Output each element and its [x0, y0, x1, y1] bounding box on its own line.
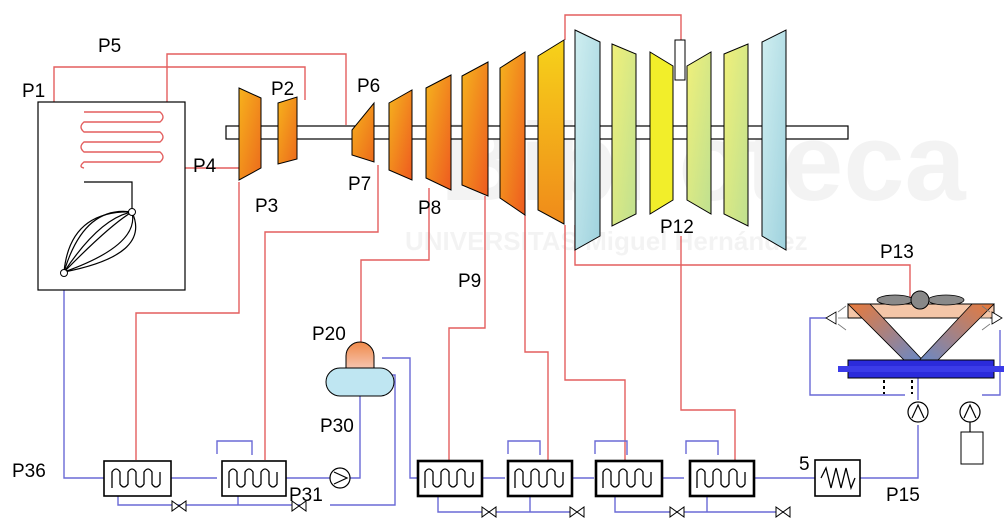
lp-stage-6 — [761, 29, 787, 251]
label-p6: P6 — [357, 76, 380, 97]
condensate-cooler — [814, 459, 861, 497]
label-p7: P7 — [348, 174, 371, 195]
spray-nozzle-left-icon — [825, 305, 848, 331]
lp-stage-1 — [574, 29, 601, 251]
valve-4 — [569, 506, 585, 518]
valve-6 — [775, 506, 791, 518]
ip-stage-6 — [537, 39, 565, 225]
spray-nozzle-right-icon — [980, 305, 1003, 331]
heater-lp-2 — [506, 459, 574, 498]
tower-basin-lip — [838, 366, 1004, 372]
label-p2: P2 — [271, 79, 294, 100]
pumps — [329, 401, 984, 489]
heater-lp-1 — [416, 459, 484, 498]
heater-lp-3 — [594, 459, 664, 498]
label-p5: P5 — [98, 36, 121, 57]
deaerator-dome — [345, 341, 375, 371]
label-p15: P15 — [886, 485, 920, 506]
label-p3: P3 — [255, 196, 278, 217]
label-p1: P1 — [22, 81, 45, 102]
feedwater-tank — [325, 367, 395, 397]
water-lines — [63, 273, 1001, 513]
turbine-shaft — [225, 125, 849, 140]
boiler-inlet-node — [60, 269, 68, 277]
ip-stage-2 — [388, 89, 413, 181]
point-labels: P1 P5 P2 P4 P3 P6 P7 P8 P9 P12 P13 P20 P… — [12, 36, 920, 506]
tower-fan-icon — [876, 290, 965, 310]
heater-hp-1 — [103, 460, 172, 497]
boiler-drum-node — [128, 208, 136, 216]
ip-stage-4 — [461, 61, 489, 197]
deaerator — [325, 341, 395, 397]
label-p4: P4 — [193, 156, 217, 177]
label-p9: P9 — [458, 271, 481, 292]
valve-3 — [481, 506, 497, 518]
hp-stage-1 — [238, 87, 262, 181]
feed-pump-p31 — [329, 467, 351, 489]
label-p36: P36 — [12, 461, 46, 482]
hp-turbine — [238, 87, 298, 181]
superheater-coil — [80, 111, 164, 169]
ip-turbine — [351, 39, 565, 225]
label-p8: P8 — [418, 198, 441, 219]
condensate-pump-p15 — [907, 401, 929, 423]
feedwater-heaters — [103, 459, 861, 498]
makeup-pump — [959, 401, 984, 465]
ip-stage-3 — [425, 74, 452, 191]
valve-1 — [171, 500, 187, 512]
lp-crossover-window — [674, 39, 686, 81]
steam-lines — [53, 14, 911, 460]
label-p20: P20 — [312, 324, 346, 345]
boiler — [37, 101, 186, 291]
label-cut: 5 — [799, 454, 810, 475]
valves — [171, 500, 791, 518]
ip-stage-1 — [351, 101, 375, 163]
ip-stage-5 — [499, 51, 526, 216]
watermark-subtitle: UNIVERSITAS Miguel Hernández — [405, 226, 808, 256]
heater-lp-4 — [688, 459, 756, 498]
label-p13: P13 — [880, 242, 914, 263]
valve-5 — [669, 506, 685, 518]
label-p30: P30 — [320, 416, 354, 437]
label-p12: P12 — [660, 217, 694, 238]
evaporator-bundle — [60, 208, 137, 277]
label-p31: P31 — [289, 485, 323, 506]
lp-stage-3 — [649, 51, 674, 215]
cooling-tower — [825, 290, 1004, 394]
boiler-casing — [37, 101, 186, 291]
lp-stage-2 — [611, 43, 637, 227]
lp-turbine — [574, 29, 787, 251]
lp-stage-4 — [686, 51, 712, 215]
heater-hp-2 — [221, 460, 287, 497]
lp-stage-5 — [723, 43, 749, 227]
hp-stage-2 — [277, 96, 298, 165]
valve-2 — [291, 500, 307, 512]
makeup-tank — [960, 431, 984, 465]
